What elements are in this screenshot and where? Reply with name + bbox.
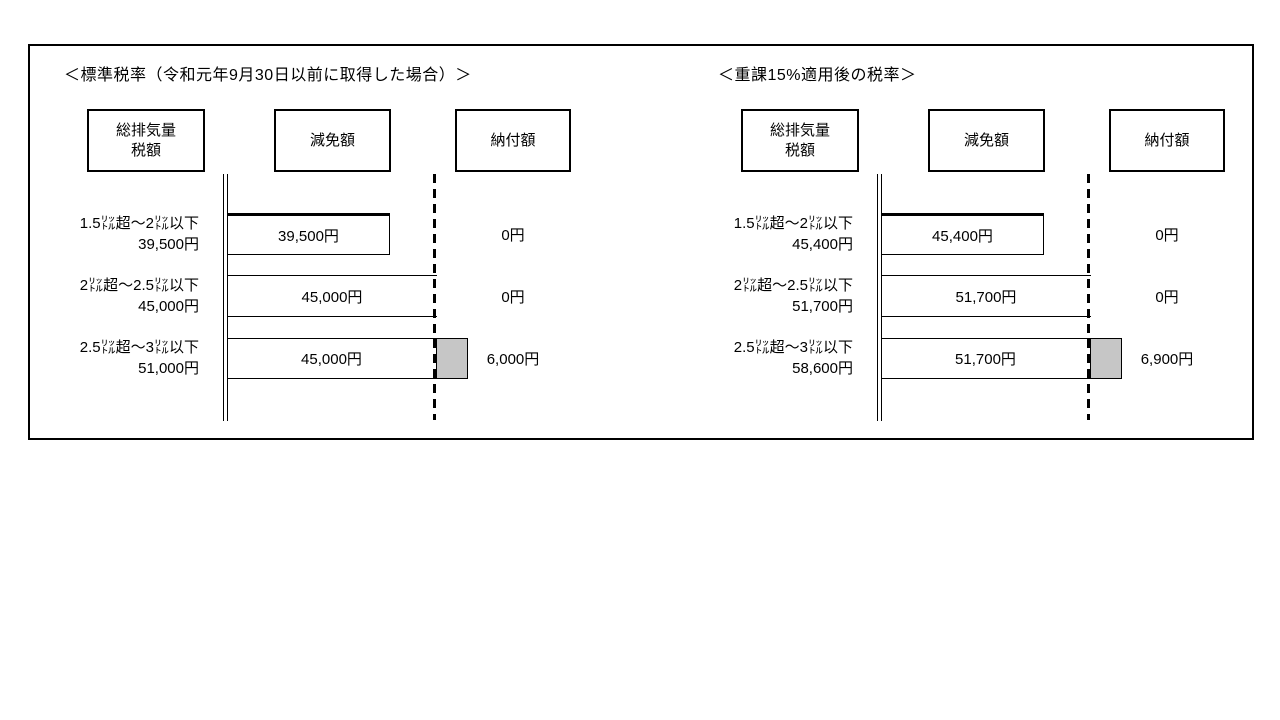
panel-heavy-rate: ＜重課15%適用後の税率＞ 総排気量 税額 減免額 納付額 1.5㍑超～2㍑以下… (684, 46, 1256, 438)
row-label: 2㍑超～2.5㍑以下 45,000円 (30, 275, 199, 317)
row-range: 1.5㍑超～2㍑以下 (733, 215, 853, 232)
reduction-value: 45,000円 (301, 351, 362, 368)
row-range: 2.5㍑超～3㍑以下 (733, 339, 853, 356)
row-range: 2㍑超～2.5㍑以下 (79, 277, 199, 294)
reduction-value: 39,500円 (278, 227, 339, 245)
reduction-value: 51,700円 (955, 288, 1017, 306)
reduction-value: 45,000円 (301, 288, 363, 306)
payment-value: 0円 (1155, 288, 1179, 306)
header-displacement-line2: 税額 (784, 141, 815, 159)
header-displacement-line2: 税額 (130, 141, 161, 159)
header-box-reduction: 減免額 (928, 109, 1045, 172)
reduction-bar: 45,400円 (881, 213, 1044, 255)
reduction-bar: 51,700円 (881, 338, 1122, 379)
reduction-bar: 45,000円 (227, 338, 468, 379)
threshold-dashed-line (1087, 174, 1090, 420)
reduction-bar: 51,700円 (881, 275, 1091, 317)
row-tax: 51,000円 (138, 360, 199, 377)
header-reduction-label: 減免額 (963, 131, 1009, 149)
header-displacement-line1: 総排気量 (769, 121, 830, 139)
payment-value: 6,900円 (1140, 351, 1194, 368)
row-range: 2㍑超～2.5㍑以下 (733, 277, 853, 294)
header-box-displacement-tax: 総排気量 税額 (741, 109, 859, 172)
payment-value: 0円 (501, 226, 525, 244)
header-payment-label: 納付額 (490, 131, 536, 149)
row-tax: 58,600円 (792, 360, 853, 377)
reduction-bar: 39,500円 (227, 213, 390, 255)
row-range: 1.5㍑超～2㍑以下 (79, 215, 199, 232)
reduction-value: 51,700円 (955, 351, 1016, 368)
header-box-payment: 納付額 (1109, 109, 1225, 172)
row-tax: 39,500円 (138, 236, 199, 253)
panel-title: ＜重課15%適用後の税率＞ (718, 67, 917, 84)
figure-frame: ＜標準税率（令和元年9月30日以前に取得した場合）＞ 総排気量 税額 減免額 納… (28, 44, 1254, 440)
row-label: 1.5㍑超～2㍑以下 39,500円 (30, 213, 199, 255)
row-label: 2㍑超～2.5㍑以下 51,700円 (684, 275, 853, 317)
header-box-displacement-tax: 総排気量 税額 (87, 109, 205, 172)
row-tax: 45,400円 (792, 236, 853, 253)
row-label: 2.5㍑超～3㍑以下 51,000円 (30, 337, 199, 379)
reduction-bar: 45,000円 (227, 275, 437, 317)
row-label: 2.5㍑超～3㍑以下 58,600円 (684, 337, 853, 379)
axis-line (877, 174, 882, 421)
threshold-dashed-line (433, 174, 436, 420)
excess-payment-box (1090, 338, 1122, 379)
row-label: 1.5㍑超～2㍑以下 45,400円 (684, 213, 853, 255)
row-range: 2.5㍑超～3㍑以下 (79, 339, 199, 356)
panel-standard-rate: ＜標準税率（令和元年9月30日以前に取得した場合）＞ 総排気量 税額 減免額 納… (30, 46, 602, 438)
header-reduction-label: 減免額 (309, 131, 355, 149)
header-displacement-line1: 総排気量 (115, 121, 176, 139)
row-tax: 51,700円 (792, 298, 853, 315)
row-tax: 45,000円 (138, 298, 199, 315)
payment-value: 6,000円 (486, 351, 540, 368)
header-box-reduction: 減免額 (274, 109, 391, 172)
payment-value: 0円 (1155, 226, 1179, 244)
reduction-value: 45,400円 (932, 227, 993, 245)
panel-title: ＜標準税率（令和元年9月30日以前に取得した場合）＞ (64, 67, 472, 84)
header-box-payment: 納付額 (455, 109, 571, 172)
axis-line (223, 174, 228, 421)
payment-value: 0円 (501, 288, 525, 306)
excess-payment-box (436, 338, 468, 379)
header-payment-label: 納付額 (1144, 131, 1190, 149)
